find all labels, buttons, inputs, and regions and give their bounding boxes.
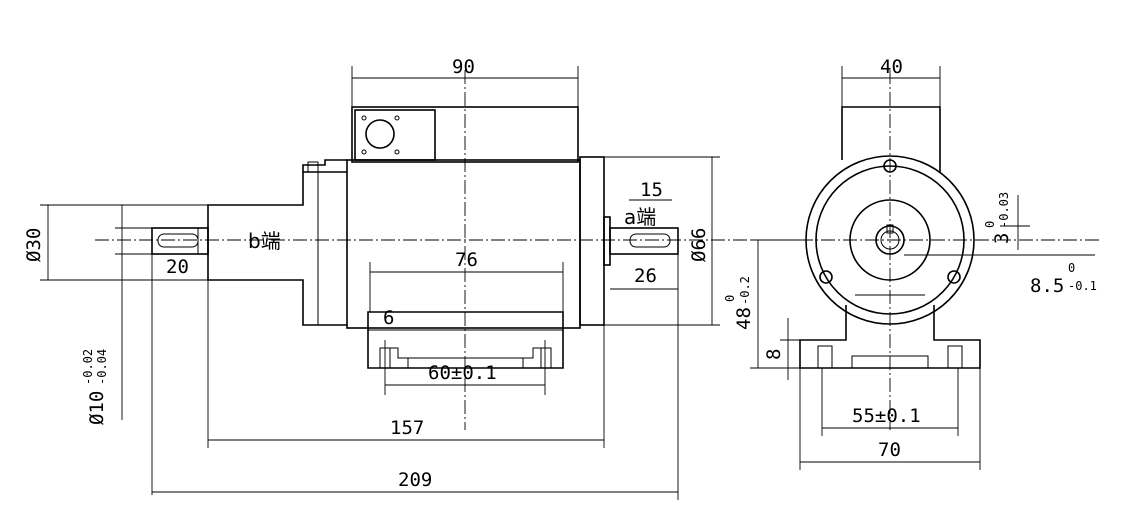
dim-15: 15 [640, 179, 663, 201]
side-bolt-right [947, 270, 961, 284]
dim-48-tol-upper: 0 [723, 295, 737, 302]
front-base-slot-left [379, 347, 409, 368]
dim-48-tol-lower: -0.2 [738, 276, 752, 305]
dim-8-5-tol-lower: -0.1 [1068, 279, 1097, 293]
dim-3: 3 [991, 233, 1013, 244]
left-flange-bolt [307, 161, 319, 173]
label-end-b: b端 [248, 229, 281, 253]
dim-3-tol-upper: 0 [983, 221, 997, 228]
dim-8-5-tol-upper: 0 [1068, 261, 1075, 275]
front-base [367, 311, 564, 369]
side-bolt-top [883, 159, 897, 173]
left-shaft [151, 227, 209, 255]
side-outer-circle [805, 155, 975, 325]
dim-70: 70 [878, 439, 901, 461]
side-bolt-left [819, 270, 833, 284]
dim-90: 90 [452, 56, 475, 78]
dim-76: 76 [455, 249, 478, 271]
connector-screw-2 [394, 115, 400, 121]
side-pedestal [799, 305, 981, 369]
dimension-text: 90 40 15 76 26 20 6 60±0.1 157 209 55±0.… [23, 56, 1097, 491]
dim-dia10: Ø10 [86, 391, 108, 425]
dim-26: 26 [634, 265, 657, 287]
dim-dia66: Ø66 [688, 228, 710, 262]
dim-157: 157 [390, 417, 424, 439]
front-view [95, 70, 1100, 430]
connector-screw-4 [394, 149, 400, 155]
side-shaft-key [886, 224, 894, 234]
right-shaft [609, 227, 679, 255]
front-base-slot-right [522, 347, 552, 368]
dim-20: 20 [166, 256, 189, 278]
side-foot-hole-right [947, 345, 963, 369]
side-shaft-core [880, 230, 900, 250]
side-inner-circle [849, 199, 931, 281]
left-shaft-key [157, 233, 199, 248]
dim-40: 40 [880, 56, 903, 78]
dim-dia30: Ø30 [23, 228, 45, 262]
dim-8: 8 [763, 349, 785, 360]
dim-60: 60±0.1 [428, 362, 497, 384]
top-connector-box [351, 106, 579, 163]
dimension-lines [40, 66, 1095, 500]
side-foot-hole-left [817, 345, 833, 369]
connector-circle [365, 119, 395, 149]
dim-209: 209 [398, 469, 432, 491]
connector-screw-3 [361, 149, 367, 155]
dim-48: 48 [733, 307, 755, 330]
side-shaft-circle [875, 225, 905, 255]
dim-3-tol-lower: -0.03 [997, 192, 1011, 228]
right-flange [579, 156, 605, 326]
right-shaft-collar [603, 216, 611, 266]
side-flange-circle [815, 165, 965, 315]
dim-6: 6 [383, 307, 394, 329]
dim-dia10-tol-lower: -0.04 [95, 349, 109, 385]
side-top-box [841, 106, 941, 172]
dim-8-5: 8.5 [1030, 275, 1064, 297]
right-shaft-key [629, 233, 671, 248]
dim-dia10-tol-upper: -0.02 [81, 349, 95, 385]
connector-screw-1 [361, 115, 367, 121]
side-pedestal-notch [851, 355, 929, 368]
label-end-a: a端 [624, 205, 656, 229]
dim-55: 55±0.1 [852, 405, 921, 427]
side-view [799, 70, 981, 430]
main-body [346, 159, 581, 329]
